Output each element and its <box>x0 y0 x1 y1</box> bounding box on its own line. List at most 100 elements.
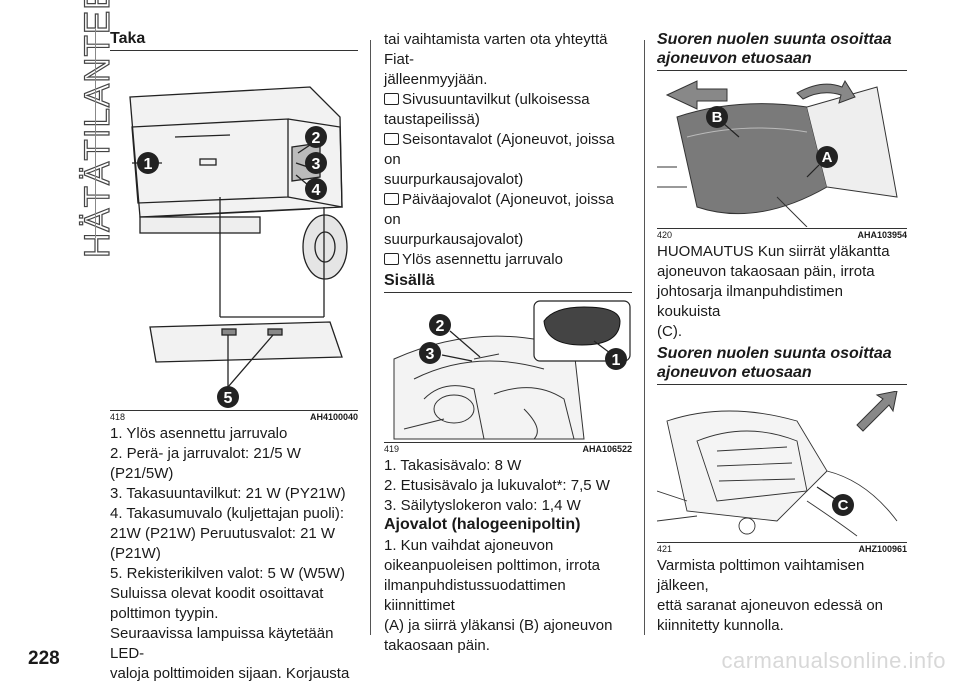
bullet-item: Päiväajovalot (Ajoneuvot, joissa on <box>384 191 614 228</box>
text-line: Suluissa olevat koodit osoittavat <box>110 585 324 602</box>
text-line: 2. Etusisävalo ja lukuvalot*: 7,5 W <box>384 477 610 494</box>
section-heading-italic-1: Suoren nuolen suunta osoittaa <box>657 31 892 48</box>
column-3: Suoren nuolen suunta osoittaa ajoneuvon … <box>657 30 907 636</box>
text-line: 2. Perä- ja jarruvalot: 21/5 W (P21/5W) <box>110 445 301 482</box>
text-line: (P21W) <box>110 545 161 562</box>
text-line: suurpurkausajovalot) <box>384 171 524 188</box>
callout-5-label: 5 <box>224 390 233 407</box>
callout-A <box>816 146 838 168</box>
callout-C <box>832 494 854 516</box>
page-number: 228 <box>28 648 60 669</box>
callout-4 <box>305 178 327 200</box>
figure-code: AH4100040 <box>309 412 358 422</box>
text-line: 21W (P21W) Peruutusvalot: 21 W <box>110 525 336 542</box>
text-line: 5. Rekisterikilven valot: 5 W (W5W) <box>110 565 346 582</box>
bullet-item: Sivusuuntavilkut (ulkoisessa <box>384 90 632 110</box>
curved-arrow-icon <box>796 79 856 104</box>
figure-number: 419 <box>384 444 400 454</box>
text-line: ilmanpuhdistussuodattimen kiinnittimet <box>384 577 566 614</box>
text-line: 3. Säilytyslokeron valo: 1,4 W <box>384 497 581 514</box>
figure-code: AHA106522 <box>582 444 632 454</box>
column-1: Taka <box>110 30 358 684</box>
text-line: Seuraavissa lampuissa käytetään LED- <box>110 625 334 662</box>
heading-rule <box>384 292 632 293</box>
text-line: kiinnitetty kunnolla. <box>657 617 784 634</box>
text-line: Varmista polttimon vaihtamisen jälkeen, <box>657 557 865 594</box>
figure-419-interior-lights: 2 3 1 <box>384 299 632 441</box>
truck-rear-illustration: 1 2 3 4 5 <box>129 86 348 408</box>
callout-B <box>706 106 728 128</box>
check-text: Varmista polttimon vaihtamisen jälkeen, … <box>657 556 907 636</box>
column-divider-1 <box>370 40 371 635</box>
text-line: 1. Takasisävalo: 8 W <box>384 457 522 474</box>
callout-C-label: C <box>838 497 849 514</box>
text-line: 1. Kun vaihdat ajoneuvon <box>384 537 554 554</box>
text-line: HUOMAUTUS Kun siirrät yläkantta <box>657 243 890 260</box>
column-divider-2 <box>644 40 645 635</box>
text-line: takaosaan päin. <box>384 637 490 654</box>
text-line: 4. Takasumuvalo (kuljettajan puoli): <box>110 505 345 522</box>
callout-3-label: 3 <box>312 156 321 173</box>
side-section-tab: HÄTÄTILANTEESSA <box>28 0 117 318</box>
figure-421-hinges: C <box>657 391 907 541</box>
text-line: 3. Takasuuntavilkut: 21 W (PY21W) <box>110 485 346 502</box>
callout-A-label: A <box>822 149 833 166</box>
text-line: valoja polttimoiden sijaan. Korjausta <box>110 665 350 682</box>
bulb-list-rear: 1. Ylös asennettu jarruvalo 2. Perä- ja … <box>110 424 358 684</box>
callout-2-label: 2 <box>436 318 445 335</box>
section-heading-sisalla: Sisällä <box>384 272 435 289</box>
heading-rule <box>657 384 907 385</box>
callout-2-label: 2 <box>312 130 321 147</box>
figure-418-rear-lights: 1 2 3 4 5 <box>110 57 358 409</box>
note-text: HUOMAUTUS Kun siirrät yläkantta ajoneuvo… <box>657 242 907 342</box>
watermark: carmanualsonline.info <box>721 648 946 673</box>
bullet-item: Seisontavalot (Ajoneuvot, joissa on <box>384 131 615 168</box>
callout-5 <box>217 386 239 408</box>
bulb-icon <box>384 93 399 105</box>
callout-3 <box>305 152 327 174</box>
side-tab-divider <box>95 28 96 238</box>
bulb-list-interior: 1. Takasisävalo: 8 W 2. Etusisävalo ja l… <box>384 456 632 516</box>
callout-2 <box>305 126 327 148</box>
figure-caption: 418 AH4100040 <box>110 410 358 422</box>
text-line: tai vaihtamista varten ota yhteyttä Fiat… <box>384 31 608 68</box>
callout-3-label: 3 <box>426 346 435 363</box>
callout-2 <box>429 314 451 336</box>
callout-1-label: 1 <box>612 352 621 369</box>
callout-B-label: B <box>712 109 723 126</box>
text-line: oikeanpuoleisen polttimon, irrota <box>384 557 600 574</box>
section-subheading-ajovalot: Ajovalot (halogeenipoltin) <box>384 516 581 533</box>
text-line: ajoneuvon takaosaan päin, irrota <box>657 263 875 280</box>
callout-1 <box>137 152 159 174</box>
figure-code: AHZ100961 <box>858 544 907 554</box>
figure-number: 418 <box>110 412 126 422</box>
callout-1 <box>605 348 627 370</box>
section-heading-italic-2: Suoren nuolen suunta osoittaa <box>657 345 892 362</box>
bullet-item: Ylös asennettu jarruvalo <box>384 250 632 270</box>
text-line: (A) ja siirrä yläkansi (B) ajoneuvon <box>384 617 613 634</box>
text-line: taustapeilissä) <box>384 111 480 128</box>
section-heading-italic-2b: ajoneuvon etuosaan <box>657 364 812 381</box>
bulb-icon <box>384 193 399 205</box>
figure-caption: 419 AHA106522 <box>384 442 632 454</box>
callout-3 <box>419 342 441 364</box>
text-line: polttimon tyypin. <box>110 605 219 622</box>
bulb-icon <box>384 253 399 265</box>
text-line: 1. Ylös asennettu jarruvalo <box>110 425 288 442</box>
arrow-left-icon <box>665 80 728 110</box>
text-line: (C). <box>657 323 682 340</box>
text-line: että saranat ajoneuvon edessä on <box>657 597 884 614</box>
figure-number: 420 <box>657 230 673 240</box>
interior-illustration: 2 3 1 <box>393 300 631 440</box>
figure-caption: 420 AHA103954 <box>657 228 907 240</box>
figure-420-air-filter-cover: B A <box>657 77 907 227</box>
text-line: suurpurkausajovalot) <box>384 231 524 248</box>
figure-caption: 421 AHZ100961 <box>657 542 907 554</box>
arrow-up-right-icon <box>856 391 898 432</box>
instruction-text: 1. Kun vaihdat ajoneuvon oikeanpuoleisen… <box>384 536 632 656</box>
engine-bay-illustration: C <box>657 391 898 537</box>
heading-rule <box>657 70 907 71</box>
air-filter-illustration: B A <box>657 79 898 227</box>
text-line: jälleenmyyjään. <box>384 71 488 88</box>
callout-1-label: 1 <box>144 156 153 173</box>
